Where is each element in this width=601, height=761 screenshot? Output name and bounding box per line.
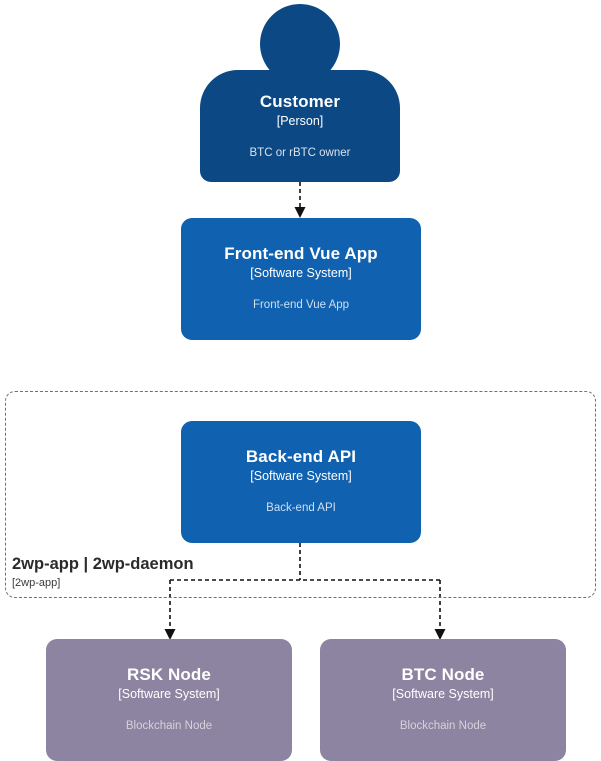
customer-description: BTC or rBTC owner [249, 147, 351, 160]
edge-customer-to-frontend-arrowhead [294, 207, 306, 218]
customer-title: Customer [259, 92, 341, 111]
node-rsk-node[interactable]: RSK Node [Software System] Blockchain No… [46, 639, 292, 761]
frontend-type: [Software System] [250, 266, 352, 281]
customer-type: [Person] [276, 114, 324, 129]
btc-node-description: Blockchain Node [399, 720, 487, 733]
btc-node-title: BTC Node [401, 665, 485, 685]
btc-node-type: [Software System] [392, 687, 494, 702]
backend-title: Back-end API [245, 447, 357, 467]
boundary-label: 2wp-app | 2wp-daemon [2wp-app] [12, 555, 194, 591]
boundary-type: [2wp-app] [12, 576, 61, 589]
node-customer[interactable]: Customer [Person] BTC or rBTC owner [200, 70, 400, 182]
backend-type: [Software System] [250, 469, 352, 484]
node-frontend-vue-app[interactable]: Front-end Vue App [Software System] Fron… [181, 218, 421, 340]
node-btc-node[interactable]: BTC Node [Software System] Blockchain No… [320, 639, 566, 761]
rsk-node-description: Blockchain Node [125, 720, 213, 733]
boundary-2wp-app [5, 391, 596, 598]
rsk-node-type: [Software System] [118, 687, 220, 702]
backend-description: Back-end API [266, 502, 336, 515]
rsk-node-title: RSK Node [127, 665, 211, 685]
frontend-description: Front-end Vue App [252, 299, 350, 312]
boundary-name: 2wp-app | 2wp-daemon [12, 555, 194, 573]
frontend-title: Front-end Vue App [224, 244, 378, 264]
node-backend-api[interactable]: Back-end API [Software System] Back-end … [181, 421, 421, 543]
